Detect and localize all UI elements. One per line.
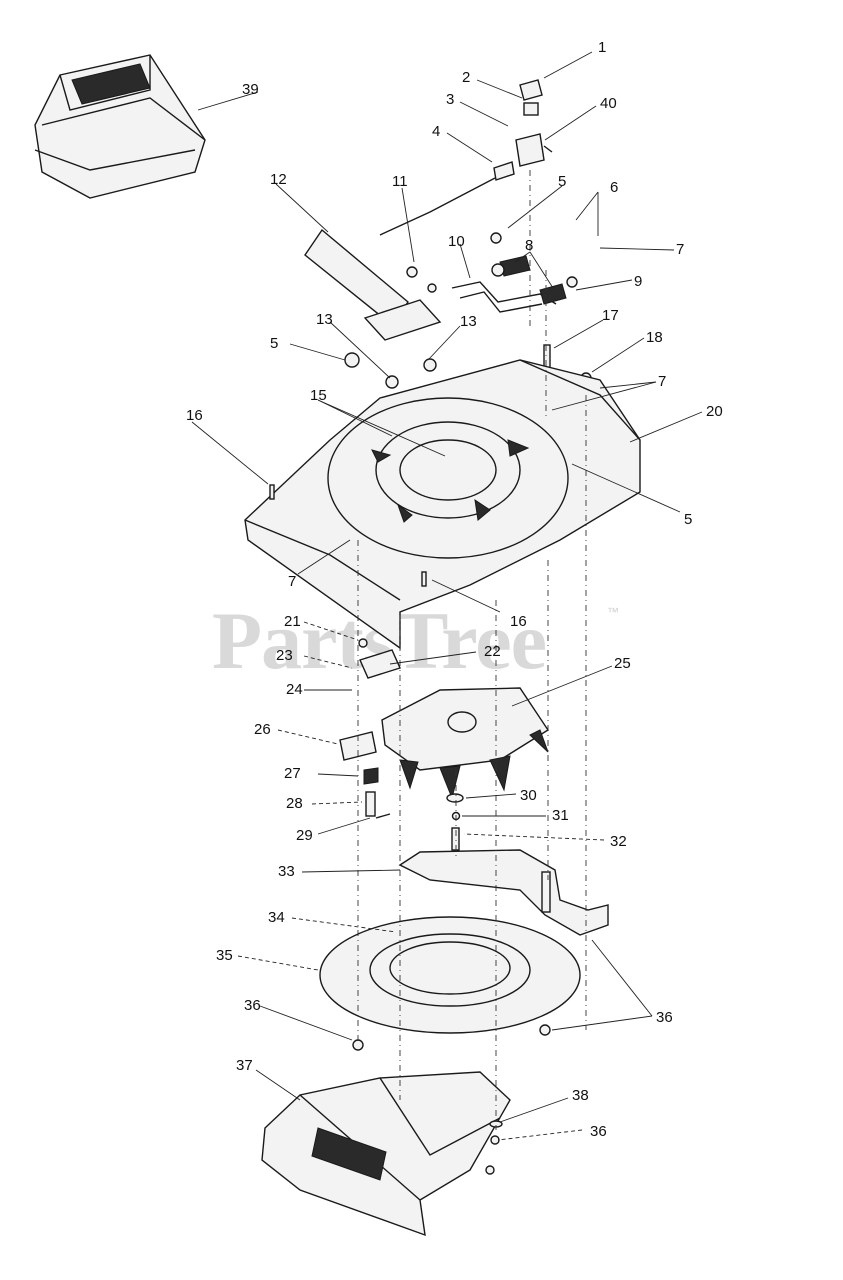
callout-36-bottom: 36 xyxy=(590,1123,607,1140)
callout-15: 15 xyxy=(310,387,327,404)
callout-12: 12 xyxy=(270,171,287,188)
callout-38: 38 xyxy=(572,1087,589,1104)
callout-34: 34 xyxy=(268,909,285,926)
part-22-bracket xyxy=(358,638,401,679)
callout-5-right: 5 xyxy=(684,511,692,528)
watermark: PartsTree ™ xyxy=(212,595,619,686)
callouts: 1 2 3 4 5 6 7 8 9 10 11 12 13 13 5 15 16… xyxy=(186,39,723,1140)
watermark-trademark: ™ xyxy=(607,605,619,619)
callout-16-lower: 16 xyxy=(510,613,527,630)
callout-24: 24 xyxy=(286,681,303,698)
callout-35: 35 xyxy=(216,947,233,964)
callout-29: 29 xyxy=(296,827,313,844)
part-40-switch xyxy=(515,133,553,167)
callout-7-right: 7 xyxy=(658,373,666,390)
callout-26: 26 xyxy=(254,721,271,738)
callout-16-left: 16 xyxy=(186,407,203,424)
part-12-handle-bracket xyxy=(304,228,442,341)
leader-lines xyxy=(191,51,703,1141)
callout-39: 39 xyxy=(242,81,259,98)
callout-23: 23 xyxy=(276,647,293,664)
callout-10: 10 xyxy=(448,233,465,250)
part-27-28-29-pin-set xyxy=(363,767,391,819)
part-30-31-32-washer-bolt xyxy=(446,793,464,851)
callout-4: 4 xyxy=(432,123,440,140)
callout-32: 32 xyxy=(610,833,627,850)
callout-1: 1 xyxy=(598,39,606,56)
callout-8: 8 xyxy=(525,237,533,254)
callout-36-right: 36 xyxy=(656,1009,673,1026)
part-36-nuts xyxy=(352,1024,551,1175)
callout-9: 9 xyxy=(634,273,642,290)
callout-37: 37 xyxy=(236,1057,253,1074)
part-33-chute-bracket xyxy=(398,849,609,936)
callout-20: 20 xyxy=(706,403,723,420)
part-16-pin xyxy=(269,484,427,587)
callout-2: 2 xyxy=(462,69,470,86)
part-25-impeller xyxy=(381,687,549,800)
part-10-lever-rod xyxy=(451,281,557,313)
part-39-cover xyxy=(34,54,206,199)
callout-5-left: 5 xyxy=(270,335,278,352)
callout-13-right: 13 xyxy=(460,313,477,330)
callout-6: 6 xyxy=(610,179,618,196)
part-35-lower-housing xyxy=(319,916,581,1034)
callout-40: 40 xyxy=(600,95,617,112)
callout-13-left: 13 xyxy=(316,311,333,328)
callout-17: 17 xyxy=(602,307,619,324)
callout-7-upper: 7 xyxy=(676,241,684,258)
callout-36-left: 36 xyxy=(244,997,261,1014)
callout-28: 28 xyxy=(286,795,303,812)
callout-22: 22 xyxy=(484,643,501,660)
callout-7-left: 7 xyxy=(288,573,296,590)
part-2-switch-cap xyxy=(519,79,543,116)
callout-25: 25 xyxy=(614,655,631,672)
part-37-bag-adapter xyxy=(261,1071,511,1237)
part-4-cord xyxy=(379,161,515,236)
callout-27: 27 xyxy=(284,765,301,782)
callout-18: 18 xyxy=(646,329,663,346)
callout-30: 30 xyxy=(520,787,537,804)
callout-5-upper: 5 xyxy=(558,173,566,190)
callout-31: 31 xyxy=(552,807,569,824)
assembly-axis-lines xyxy=(357,170,587,1130)
callout-21: 21 xyxy=(284,613,301,630)
callout-33: 33 xyxy=(278,863,295,880)
callout-11: 11 xyxy=(392,173,408,190)
callout-3: 3 xyxy=(446,91,454,108)
